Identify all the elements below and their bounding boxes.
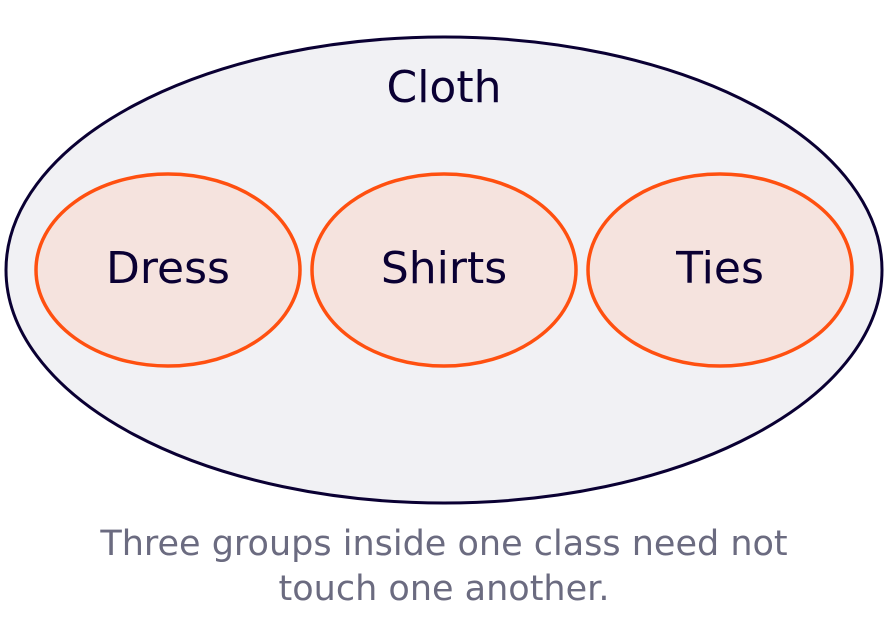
group-shirts-label: Shirts bbox=[381, 243, 507, 294]
group-ties-label: Ties bbox=[675, 243, 764, 294]
group-ties-ellipse bbox=[586, 172, 854, 368]
caption-line-2: touch one another. bbox=[278, 569, 610, 609]
group-dress-label: Dress bbox=[106, 243, 230, 294]
group-dress-ellipse bbox=[34, 172, 302, 368]
diagram-caption: Three groups inside one class need not t… bbox=[0, 522, 888, 612]
caption-line-1: Three groups inside one class need not bbox=[100, 524, 788, 564]
outer-class-label: Cloth bbox=[386, 62, 501, 113]
group-shirts-ellipse bbox=[310, 172, 578, 368]
